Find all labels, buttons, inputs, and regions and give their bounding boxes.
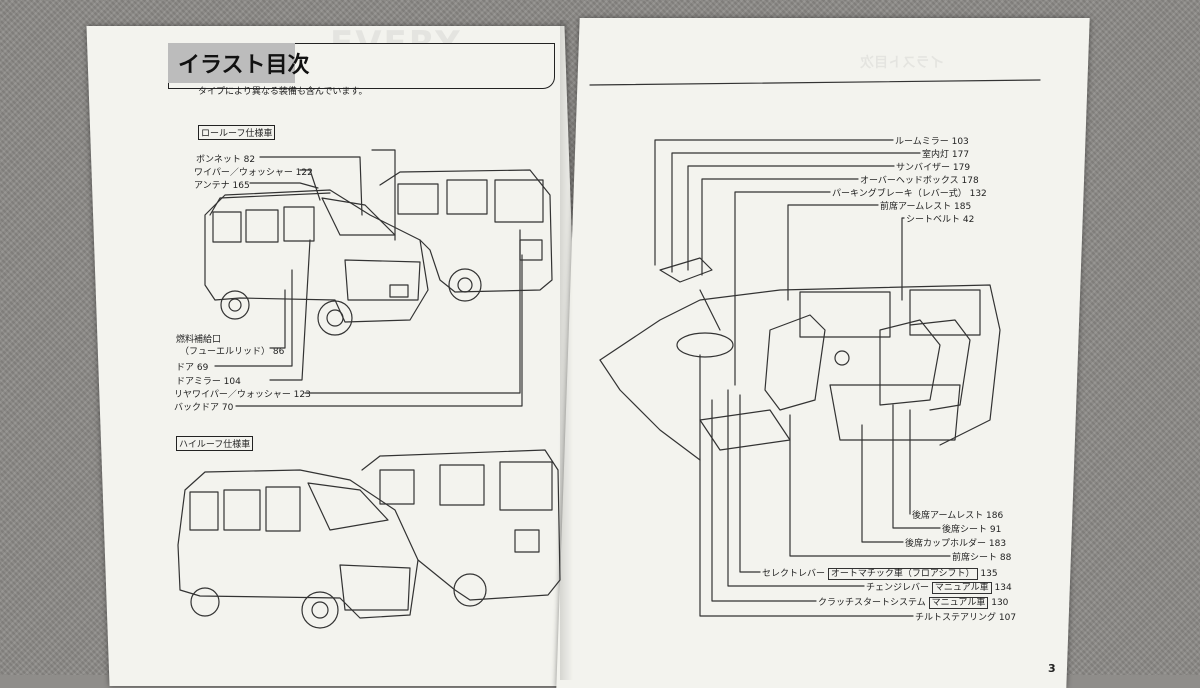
leader-door: [214, 269, 293, 367]
leader-sun-visor: [687, 165, 895, 271]
label-room-mirror: ルームミラー 103: [895, 137, 969, 147]
label-fuel-lid: （フューエルリッド） 86: [180, 347, 285, 357]
page-title: イラスト目次: [178, 53, 310, 78]
label-bonnet: ボンネット 82: [196, 155, 256, 165]
high-roof-van-rear: [361, 449, 561, 607]
clutch-page: 130: [991, 598, 1009, 608]
page-number: 3: [1048, 662, 1056, 675]
label-door-mirror: ドアミラー 104: [176, 377, 241, 387]
leader-front-seat: [789, 414, 951, 557]
change-lever-page: 134: [994, 583, 1012, 593]
leader-antenna: [249, 182, 319, 189]
select-lever-text: セレクトレバー: [762, 569, 826, 579]
interior-illustration: [599, 257, 1001, 461]
label-door: ドア 69: [176, 363, 209, 373]
leader-rear-seat: [892, 404, 941, 529]
label-clutch: クラッチスタートシステム マニュアル車 130: [818, 595, 1009, 609]
leader-room-mirror: [654, 139, 894, 266]
leader-fuel: [269, 289, 286, 349]
title-bar: [168, 43, 295, 83]
leader-back-door: [235, 254, 523, 407]
label-front-seat: 前席シート 88: [952, 553, 1012, 563]
high-roof-van-front: [177, 469, 419, 629]
low-roof-van-rear: [379, 169, 553, 302]
label-rear-armrest: 後席アームレスト 186: [912, 511, 1004, 521]
leader-clutch: [711, 399, 817, 602]
leader-change-lever: [727, 389, 865, 587]
label-tilt-steering: チルトステアリング 107: [915, 613, 1017, 623]
select-lever-tag: オートマチック車（フロアシフト）: [827, 568, 978, 580]
label-rear-seat: 後席シート 91: [942, 525, 1002, 535]
label-sun-visor: サンバイザー 179: [896, 163, 971, 173]
label-parking-brake: パーキングブレーキ（レバー式） 132: [832, 189, 987, 199]
leader-door-mirror: [269, 239, 311, 381]
label-fuel: 燃料補給口: [176, 335, 222, 345]
label-back-door: バックドア 70: [174, 403, 234, 413]
label-antenna: アンテナ 165: [194, 181, 250, 191]
leader-front-armrest: [787, 204, 879, 301]
label-overhead-box: オーバーヘッドボックス 178: [860, 176, 979, 186]
clutch-tag: マニュアル車: [928, 597, 989, 609]
book-spine: [560, 20, 582, 680]
change-lever-tag: マニュアル車: [931, 582, 992, 594]
select-lever-page: 135: [980, 569, 998, 579]
label-rear-wiper: リヤワイパー／ウォッシャー 123: [174, 390, 311, 400]
label-select-lever: セレクトレバー オートマチック車（フロアシフト） 135: [762, 566, 998, 580]
section-high-roof: ハイルーフ仕様車: [176, 436, 254, 451]
label-room-lamp: 室内灯 177: [922, 150, 970, 160]
label-wiper: ワイパー／ウォッシャー 122: [194, 168, 313, 178]
label-front-armrest: 前席アームレスト 185: [880, 202, 972, 212]
leader-select-lever: [739, 394, 761, 573]
change-lever-text: チェンジレバー: [866, 583, 930, 593]
low-roof-van-front: [204, 189, 429, 336]
label-rear-cupholder: 後席カップホルダー 183: [905, 539, 1007, 549]
label-seatbelt: シートベルト 42: [906, 215, 975, 225]
label-change-lever: チェンジレバー マニュアル車 134: [866, 580, 1012, 594]
section-low-roof: ロールーフ仕様車: [198, 125, 276, 140]
leader-rear-cupholder: [861, 424, 904, 543]
leader-seatbelt: [901, 217, 905, 301]
leader-room-lamp: [671, 152, 921, 273]
leader-rear-wiper: [304, 229, 521, 394]
leader-bonnet-2: [371, 149, 396, 241]
clutch-text: クラッチスタートシステム: [818, 598, 926, 608]
note-text: タイプにより異なる装備も含んでいます。: [198, 87, 368, 97]
leader-overhead-box: [701, 178, 859, 276]
leader-parking-brake: [734, 191, 831, 386]
leader-tilt-steering: [699, 354, 914, 617]
header-rule: [589, 79, 1041, 86]
leader-wiper: [299, 169, 321, 201]
leader-bonnet: [259, 156, 363, 216]
